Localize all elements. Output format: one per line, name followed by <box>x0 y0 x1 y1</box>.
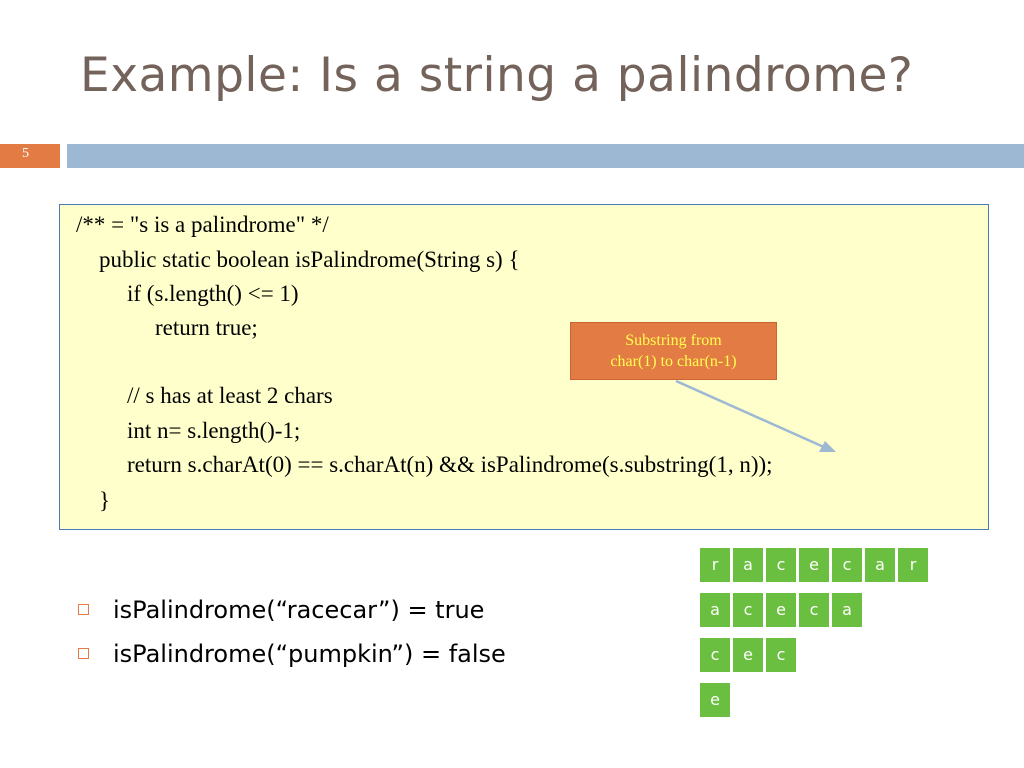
code-line-comment: /** = "s is a palindrome" */ <box>76 212 329 237</box>
code-line-if: if (s.length() <= 1) <box>127 281 299 306</box>
letter-cell: a <box>699 592 731 628</box>
header-band <box>67 144 1024 168</box>
letter-cell: c <box>732 592 764 628</box>
substring-callout: Substring from char(1) to char(n-1) <box>570 322 777 380</box>
letter-cell: c <box>831 547 863 583</box>
slide-title: Example: Is a string a palindrome? <box>80 48 914 103</box>
bullet-text: isPalindrome(“racecar”) = true <box>113 596 485 624</box>
bullet-square-icon <box>78 603 89 615</box>
bullet-item-pumpkin: isPalindrome(“pumpkin”) = false <box>78 640 506 668</box>
bullet-text: isPalindrome(“pumpkin”) = false <box>113 640 506 668</box>
letter-cell: c <box>798 592 830 628</box>
code-box <box>59 204 989 530</box>
letter-cell: r <box>897 547 929 583</box>
callout-line-1: Substring from <box>625 332 722 349</box>
code-line-comment-2: // s has at least 2 chars <box>127 383 333 408</box>
code-line-int-n: int n= s.length()-1; <box>127 418 301 443</box>
letter-cell: a <box>732 547 764 583</box>
code-line-return-true: return true; <box>155 315 258 340</box>
slide-number-box <box>0 144 60 168</box>
letter-cell: r <box>699 547 731 583</box>
letter-cell: a <box>864 547 896 583</box>
callout-arrowhead <box>819 441 836 452</box>
letter-cell: e <box>765 592 797 628</box>
bullet-item-racecar: isPalindrome(“racecar”) = true <box>78 596 484 624</box>
code-line-return-recursive: return s.charAt(0) == s.charAt(n) && isP… <box>127 452 773 477</box>
slide-number: 5 <box>22 146 29 161</box>
letter-cell: e <box>732 637 764 673</box>
letter-cell: c <box>765 547 797 583</box>
letter-cell: e <box>798 547 830 583</box>
letter-cell: c <box>699 637 731 673</box>
letter-cell: c <box>765 637 797 673</box>
bullet-square-icon <box>78 647 89 659</box>
letter-cell: a <box>831 592 863 628</box>
code-line-signature: public static boolean isPalindrome(Strin… <box>99 247 520 272</box>
letter-cell: e <box>699 682 731 718</box>
code-line-close-brace: } <box>99 488 111 513</box>
callout-line-2: char(1) to char(n-1) <box>610 353 737 370</box>
